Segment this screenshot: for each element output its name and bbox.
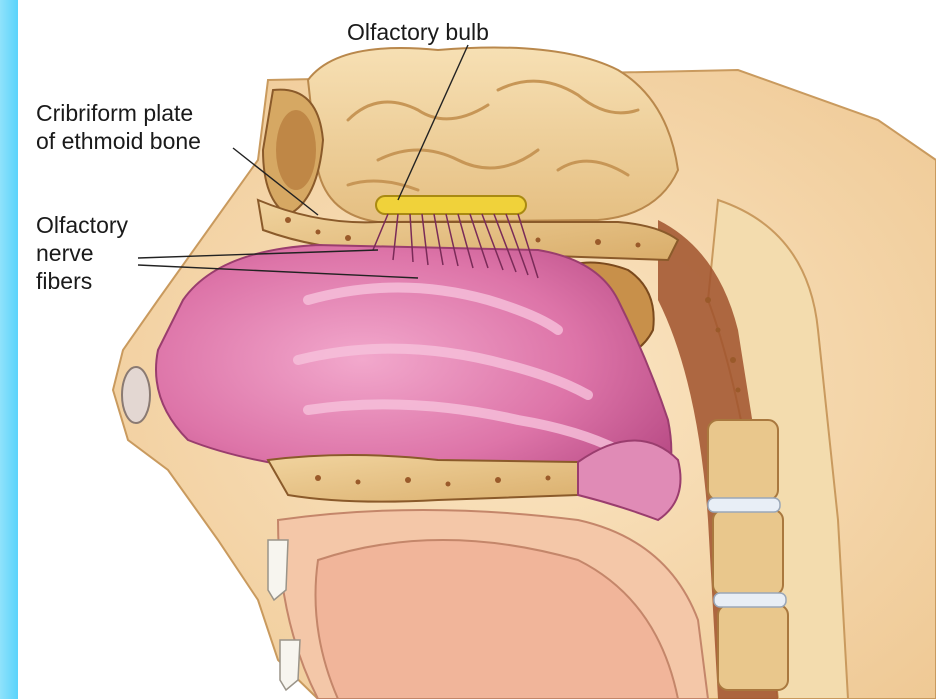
- label-fibers-line2: nerve: [36, 239, 128, 267]
- label-cribriform-line1: Cribriform plate: [36, 99, 201, 127]
- label-fibers-line1: Olfactory: [36, 211, 128, 239]
- diagram-panel: Olfactory bulb Cribriform plate of ethmo…: [18, 0, 936, 699]
- label-cribriform-line2: of ethmoid bone: [36, 127, 201, 155]
- nostril: [122, 367, 150, 423]
- label-olfactory-bulb: Olfactory bulb: [347, 18, 489, 46]
- vertebrae: [708, 420, 788, 690]
- frontal-sinus-cavity: [276, 110, 316, 190]
- label-cribriform-plate: Cribriform plate of ethmoid bone: [36, 99, 201, 155]
- label-olfactory-nerve-fibers: Olfactory nerve fibers: [36, 211, 128, 295]
- label-fibers-line3: fibers: [36, 267, 128, 295]
- hard-palate: [268, 455, 628, 502]
